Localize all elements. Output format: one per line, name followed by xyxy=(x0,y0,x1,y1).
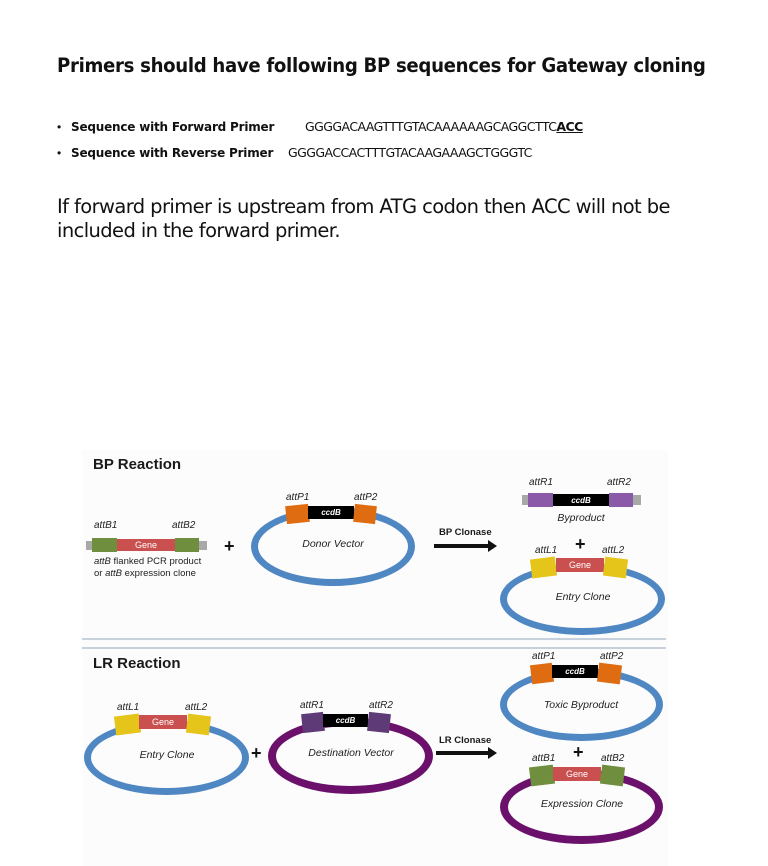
gene-segment: Gene xyxy=(553,767,601,781)
slide-title: Primers should have following BP sequenc… xyxy=(57,54,706,77)
gene-segment: Gene xyxy=(117,539,175,551)
attr2-site xyxy=(609,493,633,507)
forward-primer-sequence: GGGGACAAGTTTGTACAAAAAAGCAGGCTTCACC xyxy=(305,119,583,134)
ccdb-segment: ccdB xyxy=(323,714,368,727)
attb1-site xyxy=(92,538,117,552)
expression-clone-name: Expression Clone xyxy=(540,798,624,810)
reverse-primer-label: Sequence with Reverse Primer xyxy=(71,146,274,160)
attp1-site xyxy=(285,503,310,525)
attr1-label: attR1 xyxy=(300,700,324,711)
attp2-site xyxy=(353,503,377,525)
attl1-site xyxy=(113,713,142,736)
plus-icon: + xyxy=(251,743,262,763)
bullet-icon: • xyxy=(57,146,62,160)
donor-vector-name: Donor Vector xyxy=(302,538,364,550)
forward-primer-label: Sequence with Forward Primer xyxy=(71,120,275,134)
atg-note: If forward primer is upstream from ATG c… xyxy=(57,195,670,242)
attl2-site xyxy=(602,556,629,579)
attr1-site xyxy=(528,493,553,507)
attr1-site xyxy=(301,711,325,734)
gene-segment: Gene xyxy=(139,715,187,729)
section-divider xyxy=(82,638,666,640)
attr2-site xyxy=(367,711,391,734)
reverse-primer-bullet: • Sequence with Reverse Primer GGGGACCAC… xyxy=(57,145,532,160)
caption-text: or xyxy=(94,568,106,579)
attb2-site xyxy=(599,764,626,787)
entry-clone-name: Entry Clone xyxy=(139,749,195,761)
attb2-label: attB2 xyxy=(601,753,625,764)
lr-reaction-heading: LR Reaction xyxy=(93,655,181,672)
attp2-site xyxy=(596,662,623,685)
attl1-label: attL1 xyxy=(117,702,140,713)
forward-sequence-core: GGGGACAAGTTTGTACAAAAAAGCAGGCTTC xyxy=(305,119,557,134)
forward-primer-bullet: • Sequence with Forward Primer GGGGACAAG… xyxy=(57,119,583,134)
attp2-label: attP2 xyxy=(354,492,378,503)
caption-text: flanked PCR product xyxy=(110,556,202,567)
attl2-label: attL2 xyxy=(602,545,625,556)
lr-clonase-label: LR Clonase xyxy=(439,735,492,746)
forward-sequence-acc: ACC xyxy=(556,119,583,134)
attr1-label: attR1 xyxy=(529,477,553,488)
bp-reaction-heading: BP Reaction xyxy=(93,456,182,473)
attr2-label: attR2 xyxy=(369,700,393,711)
pcr-product-caption-2: or attB expression clone xyxy=(94,568,196,579)
caption-italic: attB xyxy=(94,556,111,567)
toxic-byproduct-name: Toxic Byproduct xyxy=(543,699,619,711)
plus-icon: + xyxy=(575,534,586,554)
bp-reaction-arrow-icon xyxy=(434,540,497,552)
plus-icon: + xyxy=(224,536,235,556)
ccdb-segment: ccdB xyxy=(553,494,609,506)
ccdb-segment: ccdB xyxy=(308,506,354,519)
caption-italic: attB xyxy=(105,568,122,579)
ccdb-segment: ccdB xyxy=(552,665,598,678)
attp1-label: attP1 xyxy=(286,492,310,503)
attb2-label: attB2 xyxy=(172,520,196,531)
caption-text: expression clone xyxy=(122,568,196,579)
attr2-label: attR2 xyxy=(607,477,631,488)
attp1-label: attP1 xyxy=(532,651,556,662)
attp1-site xyxy=(529,662,555,685)
entry-clone-name: Entry Clone xyxy=(555,591,611,603)
attb1-label: attB1 xyxy=(94,520,118,531)
section-divider xyxy=(82,647,666,649)
bullet-icon: • xyxy=(57,120,62,134)
plus-icon: + xyxy=(573,742,584,762)
attl1-site xyxy=(529,556,558,579)
destination-vector-name: Destination Vector xyxy=(308,747,394,759)
attl2-label: attL2 xyxy=(185,702,208,713)
attb1-site xyxy=(528,764,556,787)
attl1-label: attL1 xyxy=(535,545,558,556)
attb2-site xyxy=(175,538,199,552)
reverse-primer-sequence: GGGGACCACTTTGTACAAGAAAGCTGGGTC xyxy=(288,145,532,160)
gene-segment: Gene xyxy=(556,558,604,572)
lr-reaction-arrow-icon xyxy=(436,747,497,759)
attb1-label: attB1 xyxy=(532,753,556,764)
byproduct-name: Byproduct xyxy=(557,512,605,524)
bp-clonase-label: BP Clonase xyxy=(439,527,492,538)
attp2-label: attP2 xyxy=(600,651,624,662)
attl2-site xyxy=(185,713,212,736)
pcr-product-caption-1: attB flanked PCR product xyxy=(94,556,201,567)
